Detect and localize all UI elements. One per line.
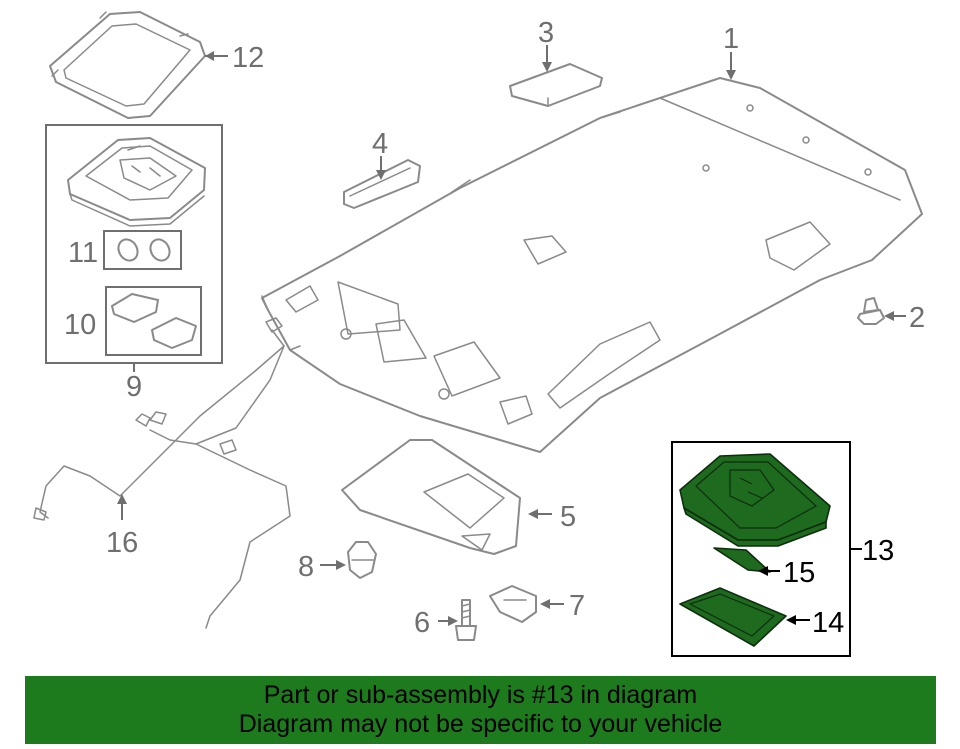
part-10-lens[interactable]	[111, 293, 197, 349]
arrow-16	[117, 494, 127, 504]
part-15-lens[interactable]	[713, 547, 771, 573]
callout-9: 9	[126, 371, 142, 403]
arrow-4	[376, 170, 386, 180]
part-11-bulbs[interactable]	[115, 236, 174, 264]
callout-6: 6	[414, 607, 430, 639]
arrow-7	[540, 599, 550, 609]
part-7-cover[interactable]	[489, 585, 537, 623]
arrow-1	[726, 70, 736, 80]
arrow-15	[758, 566, 768, 576]
part-9-overhead-console[interactable]	[67, 137, 206, 227]
part-13-dome-lamp-assembly[interactable]	[679, 453, 831, 547]
arrow-8	[336, 560, 346, 570]
part-2-clip[interactable]	[857, 297, 885, 325]
callout-16: 16	[106, 527, 138, 559]
part-6-screw[interactable]	[455, 599, 477, 641]
callout-2: 2	[909, 302, 925, 334]
group-box-10	[105, 286, 202, 356]
part-4-grab-handle[interactable]	[343, 159, 421, 209]
callout-7: 7	[569, 590, 585, 622]
callout-15: 15	[783, 557, 815, 589]
part-12-trim-frame[interactable]	[49, 11, 206, 119]
callout-10: 10	[64, 309, 96, 341]
arrow-12	[205, 51, 214, 61]
arrow-3	[542, 62, 552, 72]
callout-11: 11	[68, 237, 98, 269]
callout-1: 1	[723, 23, 739, 55]
part-3-pad[interactable]	[509, 63, 603, 107]
part-16-wire-harness[interactable]	[33, 317, 291, 629]
part-1-headliner[interactable]	[261, 77, 923, 453]
arrow-14	[786, 615, 796, 625]
banner-line-1: Part or sub-assembly is #13 in diagram	[263, 681, 698, 709]
callout-4: 4	[372, 128, 388, 160]
arrow-2	[884, 311, 894, 321]
callout-8: 8	[298, 551, 314, 583]
callout-14: 14	[812, 607, 844, 639]
part-14-lens-cover[interactable]	[679, 587, 787, 647]
arrow-6	[448, 616, 458, 626]
arrow-5	[528, 509, 538, 519]
callout-5: 5	[560, 501, 576, 533]
info-banner: Part or sub-assembly is #13 in diagram D…	[25, 676, 936, 744]
part-8-visor-holder[interactable]	[347, 541, 377, 579]
group-box-11	[103, 230, 182, 270]
part-5-sun-visor[interactable]	[341, 439, 521, 555]
callout-3: 3	[538, 17, 554, 49]
banner-line-2: Diagram may not be specific to your vehi…	[238, 710, 723, 738]
callout-12: 12	[232, 42, 264, 74]
callout-13: 13	[862, 535, 894, 567]
